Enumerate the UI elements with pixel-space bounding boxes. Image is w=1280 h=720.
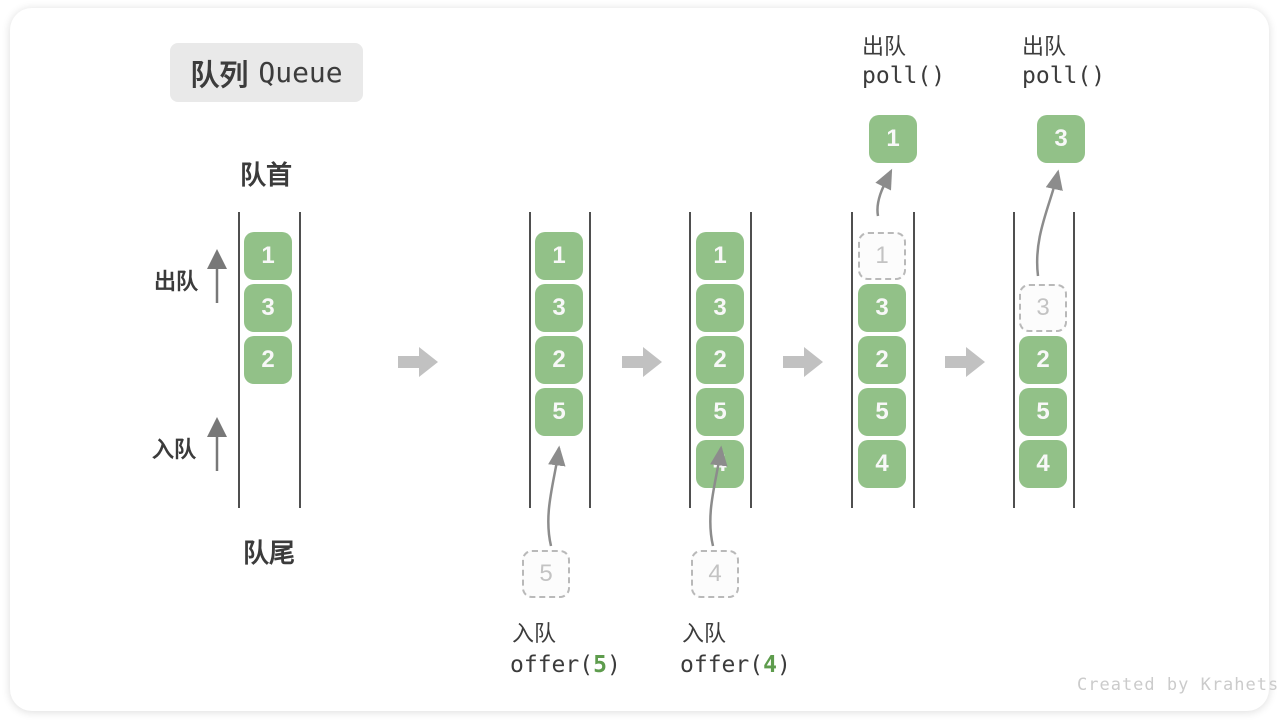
queue5-op-label: 出队 bbox=[1022, 34, 1067, 59]
queue4-op-code: poll() bbox=[862, 63, 946, 89]
title-badge: 队列 Queue bbox=[170, 43, 363, 102]
queue4-right-wall bbox=[913, 212, 915, 508]
queue3-pending-cell: 4 bbox=[691, 550, 739, 598]
queue1-right-wall bbox=[299, 212, 301, 508]
queue3-cell: 5 bbox=[696, 388, 744, 436]
queue2-right-wall bbox=[589, 212, 591, 508]
queue3-cell: 3 bbox=[696, 284, 744, 332]
flow-arrow-icon bbox=[783, 347, 823, 377]
title-en: Queue bbox=[258, 56, 343, 89]
queue1-cell: 1 bbox=[244, 232, 292, 280]
queue4-op-label: 出队 bbox=[862, 34, 907, 59]
up-arrow-icon bbox=[207, 249, 227, 303]
queue2-cell: 1 bbox=[535, 232, 583, 280]
code-arg: 4 bbox=[763, 652, 777, 678]
queue4-cell: 4 bbox=[858, 440, 906, 488]
flow-arrow-icon bbox=[622, 347, 662, 377]
code-post: ) bbox=[606, 652, 621, 678]
flow-arrow-icon bbox=[398, 347, 438, 377]
queue2-left-wall bbox=[529, 212, 531, 508]
flow-arrow-icon bbox=[945, 347, 985, 377]
queue5-left-wall bbox=[1013, 212, 1015, 508]
dequeue-arrow-icon bbox=[1035, 169, 1063, 277]
queue4-cell: 2 bbox=[858, 336, 906, 384]
queue5-removed-cell: 3 bbox=[1019, 284, 1067, 332]
dequeue-arrow-icon bbox=[875, 168, 893, 217]
queue5-op-code: poll() bbox=[1022, 63, 1106, 89]
queue3-right-wall bbox=[750, 212, 752, 508]
code-pre: offer( bbox=[510, 652, 594, 678]
queue4-cell: 3 bbox=[858, 284, 906, 332]
queue5-right-wall bbox=[1073, 212, 1075, 508]
queue4-removed-cell: 1 bbox=[858, 232, 906, 280]
queue2-op-code: offer(5) bbox=[510, 652, 621, 678]
label-dequeue-side: 出队 bbox=[154, 269, 199, 294]
up-arrow-icon bbox=[207, 417, 227, 471]
queue3-op-code: offer(4) bbox=[680, 652, 791, 678]
queue5-cell: 2 bbox=[1019, 336, 1067, 384]
code-pre: offer( bbox=[680, 652, 764, 678]
enqueue-arrow-icon bbox=[709, 445, 728, 547]
queue5-cell: 4 bbox=[1019, 440, 1067, 488]
queue1-cell: 3 bbox=[244, 284, 292, 332]
credit-text: Created by Krahets bbox=[1077, 675, 1280, 695]
queue1-left-wall bbox=[238, 212, 240, 508]
queue5-cell: 5 bbox=[1019, 388, 1067, 436]
queue3-cell: 2 bbox=[696, 336, 744, 384]
code-arg: 5 bbox=[593, 652, 607, 678]
queue3-cell: 1 bbox=[696, 232, 744, 280]
queue3-left-wall bbox=[689, 212, 691, 508]
queue4-popped-cell: 1 bbox=[869, 115, 917, 163]
enqueue-arrow-icon bbox=[547, 445, 566, 547]
label-queue-front: 队首 bbox=[240, 160, 293, 190]
queue3-op-label: 入队 bbox=[682, 621, 727, 646]
queue2-cell: 2 bbox=[535, 336, 583, 384]
queue2-cell: 5 bbox=[535, 388, 583, 436]
label-queue-rear: 队尾 bbox=[243, 538, 296, 568]
queue1-cell: 2 bbox=[244, 336, 292, 384]
title-zh: 队列 bbox=[190, 59, 249, 92]
queue4-left-wall bbox=[851, 212, 853, 508]
queue5-popped-cell: 3 bbox=[1037, 115, 1085, 163]
queue2-op-label: 入队 bbox=[512, 621, 557, 646]
label-enqueue-side: 入队 bbox=[152, 437, 197, 462]
queue4-cell: 5 bbox=[858, 388, 906, 436]
queue2-cell: 3 bbox=[535, 284, 583, 332]
queue2-pending-cell: 5 bbox=[522, 550, 570, 598]
code-post: ) bbox=[776, 652, 791, 678]
